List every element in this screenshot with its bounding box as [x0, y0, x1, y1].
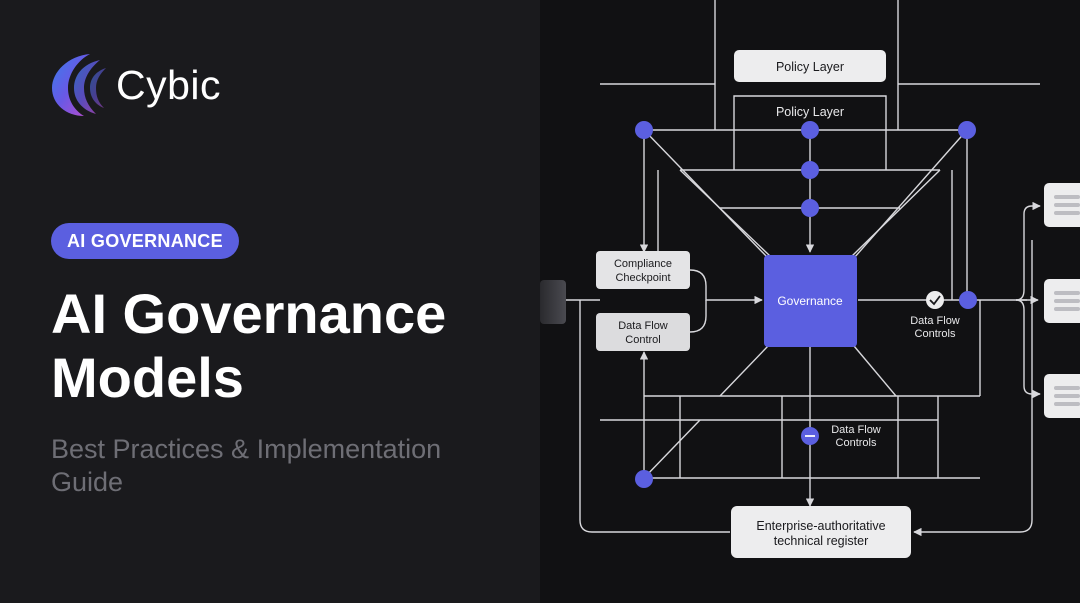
- page-subtitle: Best Practices & Implementation Guide: [51, 434, 442, 497]
- category-badge: AI GOVERNANCE: [51, 223, 239, 259]
- output-card-3: [1044, 374, 1080, 418]
- diagram-panel: Policy Layer Policy Layer Compliance Che…: [540, 0, 1080, 603]
- node-top-left: [635, 121, 653, 139]
- node-top-center: [801, 121, 819, 139]
- title-line-1: AI Governance: [51, 282, 447, 345]
- data-flow-controls-bottom-line-1: Data Flow: [831, 424, 881, 436]
- register-label-line-2: technical register: [774, 534, 869, 548]
- compliance-label-line-2: Checkpoint: [615, 272, 670, 284]
- output-card-2: [1044, 279, 1080, 323]
- check-icon: [929, 295, 941, 306]
- page-title: AI Governance Models: [51, 282, 521, 410]
- policy-layer-top-label: Policy Layer: [776, 60, 844, 74]
- data-flow-controls-right-line-1: Data Flow: [910, 315, 960, 327]
- diagram-nodes: [635, 121, 977, 488]
- data-flow-control-line-1: Data Flow: [618, 320, 668, 332]
- connector-lines: [566, 0, 1041, 537]
- register-label-line-1: Enterprise-authoritative: [756, 519, 885, 533]
- title-line-2: Models: [51, 346, 244, 409]
- cybic-logo-icon: [52, 54, 106, 116]
- technical-register-box: Enterprise-authoritative technical regis…: [731, 506, 911, 558]
- node-top-right: [958, 121, 976, 139]
- node-center-1: [801, 161, 819, 179]
- hero-panel: Cybic AI GOVERNANCE AI Governance Models…: [50, 50, 521, 497]
- data-flow-controls-right-line-2: Controls: [915, 328, 956, 340]
- policy-layer-inner-label: Policy Layer: [776, 105, 844, 119]
- data-flow-control-line-2: Control: [625, 334, 660, 346]
- brand-name: Cybic: [116, 61, 222, 108]
- brand-logo: Cybic: [50, 50, 221, 120]
- output-card-1: [1044, 183, 1080, 227]
- governance-diagram: Policy Layer Policy Layer Compliance Che…: [540, 0, 1080, 558]
- policy-layer-top-box: Policy Layer: [734, 50, 886, 82]
- governance-label: Governance: [777, 294, 843, 308]
- node-right: [959, 291, 977, 309]
- check-icon-circle: [926, 291, 944, 309]
- data-flow-control-box: Data Flow Control: [596, 313, 690, 351]
- offscreen-source-box: [540, 280, 566, 324]
- node-bottom-left: [635, 470, 653, 488]
- governance-box: Governance: [764, 255, 857, 347]
- compliance-checkpoint-box: Compliance Checkpoint: [596, 251, 690, 289]
- data-flow-controls-bottom-line-2: Controls: [836, 437, 877, 449]
- compliance-label-line-1: Compliance: [614, 258, 672, 270]
- node-center-2: [801, 199, 819, 217]
